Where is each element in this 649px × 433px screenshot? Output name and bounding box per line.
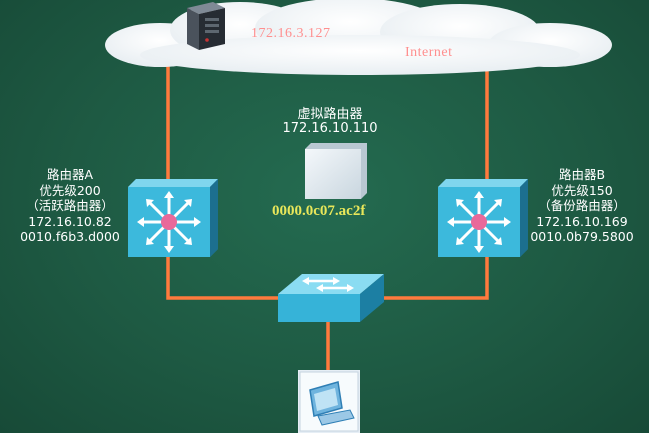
router-b-info: 路由器B 优先级150 （备份路由器） 172.16.10.169 0010.0… — [512, 167, 649, 245]
router-b-mac: 0010.0b79.5800 — [530, 229, 634, 244]
virtual-router-mac: 0000.0c07.ac2f — [272, 203, 366, 219]
router-a-ip: 172.16.10.82 — [28, 213, 112, 229]
switch-icon — [278, 274, 384, 322]
router-a-info: 路由器A 优先级200 （活跃路由器） 172.16.10.82 0010.f6… — [0, 167, 140, 245]
internet-label: Internet — [405, 45, 453, 60]
link-router-a-switch — [166, 255, 282, 300]
router-a-icon — [128, 179, 218, 257]
pc-icon — [298, 370, 360, 433]
virtual-router-icon — [305, 143, 367, 199]
router-b-icon — [438, 179, 528, 257]
router-a-role: （活跃路由器） — [26, 198, 114, 213]
router-b-ip: 172.16.10.169 — [536, 213, 628, 229]
router-a-priority: 优先级200 — [39, 182, 101, 198]
internet-cloud-icon — [105, 0, 612, 75]
server-ip: 172.16.3.127 — [251, 26, 331, 41]
link-router-b-switch — [378, 255, 489, 300]
server-icon — [187, 2, 225, 50]
router-a-mac: 0010.f6b3.d000 — [20, 229, 120, 244]
virtual-router-ip: 172.16.10.110 — [282, 121, 378, 136]
virtual-router-title: 虚拟路由器 — [297, 107, 363, 122]
router-b-name: 路由器B — [558, 167, 606, 182]
router-a-name: 路由器A — [46, 167, 94, 182]
router-b-role: （备份路由器） — [538, 198, 626, 213]
router-b-priority: 优先级150 — [551, 182, 613, 198]
